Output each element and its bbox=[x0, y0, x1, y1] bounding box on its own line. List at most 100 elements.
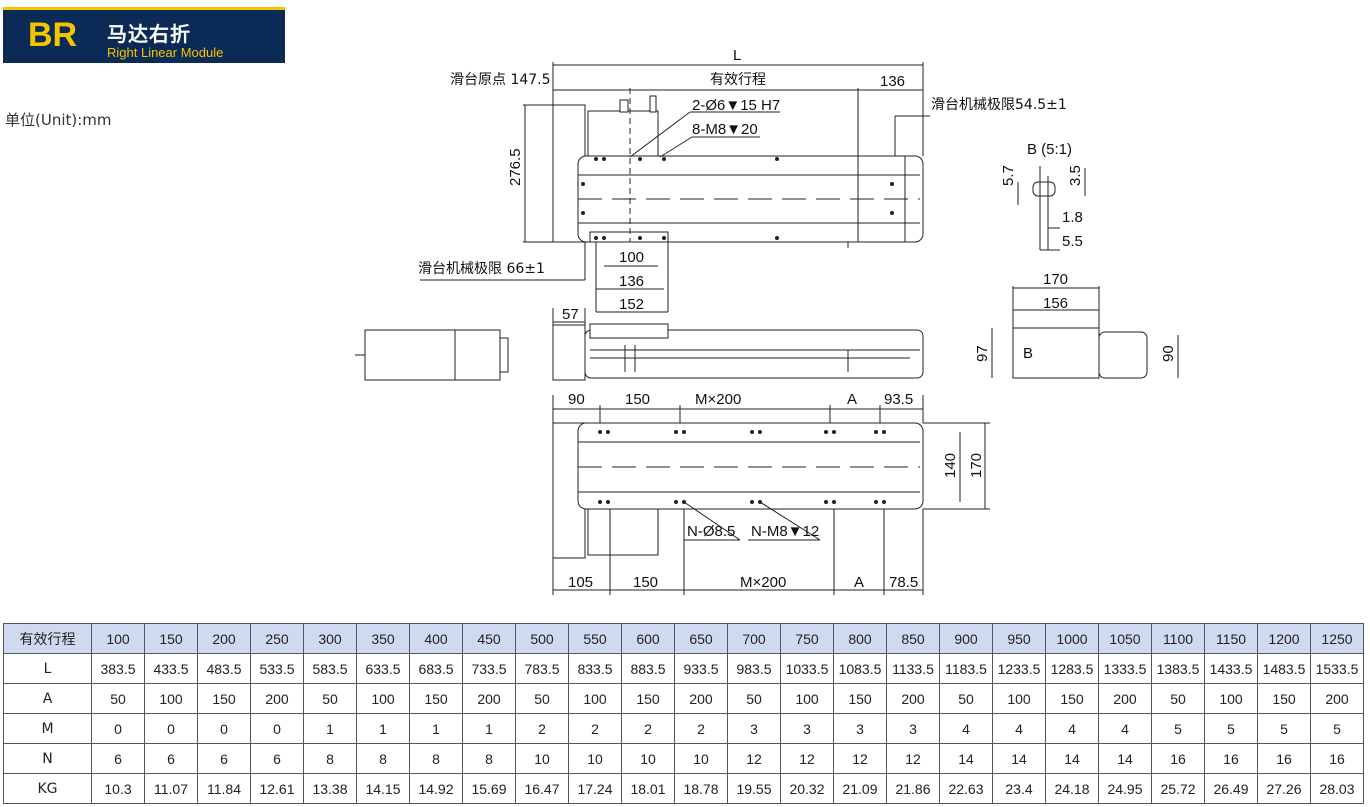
table-cell: 533.5 bbox=[250, 653, 304, 684]
table-cell: 450 bbox=[462, 623, 516, 654]
table-cell: 8 bbox=[303, 743, 357, 774]
table-cell: 3 bbox=[833, 713, 887, 744]
table-cell: 50 bbox=[727, 683, 781, 714]
table-cell: 20.32 bbox=[780, 773, 834, 804]
table-cell: 12 bbox=[780, 743, 834, 774]
table-cell: 24.95 bbox=[1098, 773, 1152, 804]
table-cell: 8 bbox=[462, 743, 516, 774]
table-cell: 6 bbox=[144, 743, 198, 774]
table-cell: 5 bbox=[1151, 713, 1205, 744]
table-cell: 10.3 bbox=[91, 773, 145, 804]
table-cell: 19.55 bbox=[727, 773, 781, 804]
table-cell: 1 bbox=[303, 713, 357, 744]
dim-93-5: 93.5 bbox=[884, 391, 913, 408]
table-cell: 14.92 bbox=[409, 773, 463, 804]
table-cell: 800 bbox=[833, 623, 887, 654]
table-cell: 1483.5 bbox=[1257, 653, 1311, 684]
table-cell: 733.5 bbox=[462, 653, 516, 684]
table-cell: 1383.5 bbox=[1151, 653, 1205, 684]
dim-m200-bottom: M×200 bbox=[740, 574, 786, 591]
table-cell: 0 bbox=[144, 713, 198, 744]
model-code: BR bbox=[28, 16, 78, 54]
table-cell: 3 bbox=[727, 713, 781, 744]
table-cell: 200 bbox=[1098, 683, 1152, 714]
dim-90: 90 bbox=[568, 391, 585, 408]
table-cell: 10 bbox=[674, 743, 728, 774]
table-cell: 933.5 bbox=[674, 653, 728, 684]
table-cell: 883.5 bbox=[621, 653, 675, 684]
row-header: A bbox=[3, 683, 92, 714]
table-cell: 400 bbox=[409, 623, 463, 654]
model-title-en: Right Linear Module bbox=[107, 45, 224, 60]
table-cell: 1100 bbox=[1151, 623, 1205, 654]
table-cell: 23.4 bbox=[992, 773, 1046, 804]
table-cell: 1083.5 bbox=[833, 653, 887, 684]
dim-57: 57 bbox=[562, 306, 579, 323]
bottom-main-body bbox=[577, 422, 924, 510]
dim-mech-limit-left: 滑台机械极限 66±1 bbox=[418, 260, 545, 277]
table-cell: 500 bbox=[515, 623, 569, 654]
table-cell: 50 bbox=[515, 683, 569, 714]
table-cell: 150 bbox=[621, 683, 675, 714]
row-header: 有效行程 bbox=[3, 623, 92, 654]
table-cell: 100 bbox=[144, 683, 198, 714]
header-badge: BR 马达右折 Right Linear Module bbox=[3, 7, 285, 63]
dim-effective-stroke: 有效行程 bbox=[710, 72, 766, 88]
dim-slide-origin: 滑台原点 147.5 bbox=[450, 71, 551, 88]
table-cell: 10 bbox=[515, 743, 569, 774]
dim-150-bottom: 150 bbox=[633, 574, 658, 591]
table-cell: 5 bbox=[1204, 713, 1258, 744]
table-cell: 100 bbox=[1204, 683, 1258, 714]
table-cell: 10 bbox=[621, 743, 675, 774]
table-cell: 983.5 bbox=[727, 653, 781, 684]
table-cell: 1250 bbox=[1310, 623, 1364, 654]
table-cell: 550 bbox=[568, 623, 622, 654]
row-header: M bbox=[3, 713, 92, 744]
table-cell: 383.5 bbox=[91, 653, 145, 684]
table-cell: 15.69 bbox=[462, 773, 516, 804]
dim-n-thread: N-M8▼12 bbox=[751, 523, 819, 540]
table-cell: 14 bbox=[992, 743, 1046, 774]
table-cell: 14 bbox=[1098, 743, 1152, 774]
table-cell: 0 bbox=[250, 713, 304, 744]
side-main-body bbox=[584, 329, 924, 379]
table-cell: 28.03 bbox=[1310, 773, 1364, 804]
table-cell: 200 bbox=[1310, 683, 1364, 714]
table-cell: 200 bbox=[674, 683, 728, 714]
table-cell: 12 bbox=[833, 743, 887, 774]
table-cell: 8 bbox=[356, 743, 410, 774]
table-cell: 22.63 bbox=[939, 773, 993, 804]
dim-90-side: 90 bbox=[1160, 345, 1177, 362]
table-cell: 583.5 bbox=[303, 653, 357, 684]
table-cell: 4 bbox=[1098, 713, 1152, 744]
table-cell: 6 bbox=[197, 743, 251, 774]
table-cell: 18.78 bbox=[674, 773, 728, 804]
table-cell: 50 bbox=[303, 683, 357, 714]
table-cell: 21.86 bbox=[886, 773, 940, 804]
table-cell: 5 bbox=[1310, 713, 1364, 744]
table-cell: 13.38 bbox=[303, 773, 357, 804]
table-cell: 12 bbox=[727, 743, 781, 774]
dim-5-7: 5.7 bbox=[1000, 165, 1017, 186]
table-cell: 6 bbox=[250, 743, 304, 774]
table-cell: 17.24 bbox=[568, 773, 622, 804]
table-cell: 1533.5 bbox=[1310, 653, 1364, 684]
table-cell: 24.18 bbox=[1045, 773, 1099, 804]
dim-150: 150 bbox=[625, 391, 650, 408]
table-cell: 650 bbox=[674, 623, 728, 654]
table-cell: 783.5 bbox=[515, 653, 569, 684]
dim-3-5: 3.5 bbox=[1067, 165, 1084, 186]
dim-m200-top: M×200 bbox=[695, 391, 741, 408]
table-cell: 50 bbox=[91, 683, 145, 714]
table-cell: 433.5 bbox=[144, 653, 198, 684]
table-cell: 1000 bbox=[1045, 623, 1099, 654]
table-cell: 10 bbox=[568, 743, 622, 774]
table-cell: 950 bbox=[992, 623, 1046, 654]
dim-a-bottom: A bbox=[854, 574, 864, 591]
table-cell: 0 bbox=[91, 713, 145, 744]
table-cell: 1133.5 bbox=[886, 653, 940, 684]
